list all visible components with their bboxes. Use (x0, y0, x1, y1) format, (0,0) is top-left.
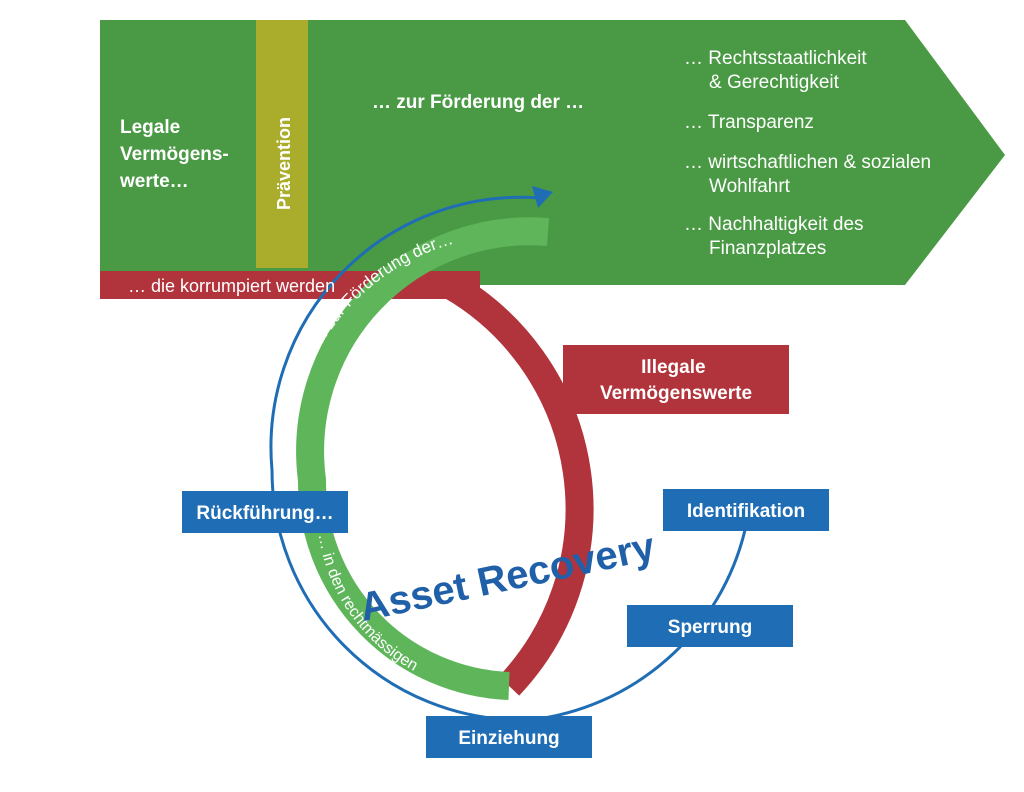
repatriation-label: Rückführung… (196, 503, 333, 524)
legal-cycle-band (296, 217, 550, 700)
illegal-assets-box (563, 345, 789, 414)
identification-box (663, 489, 829, 531)
recovery-loop-line (269, 195, 541, 722)
arrow-head-icon (532, 186, 553, 208)
confiscation-label: Einziehung (458, 728, 559, 749)
green-arrow-shape (100, 20, 1005, 285)
freeze-label: Sperrung (668, 617, 752, 638)
recovery-loop-right (529, 529, 747, 722)
illegal-assets-label: Illegale Vermögenswerte (600, 357, 752, 404)
repatriation-box (182, 491, 348, 533)
legal-assets-label: Legale Vermögens- werte… (119, 117, 234, 192)
confiscation-box (426, 716, 592, 758)
goal-sustainability: … Nachhaltigkeit des Finanzplatzes (684, 214, 869, 259)
freeze-box (627, 605, 793, 647)
prevention-bar (256, 20, 308, 268)
goal-rule-of-law: … Rechtsstaatlichkeit & Gerechtigkeit (684, 48, 872, 93)
goal-transparency: … Transparenz (684, 112, 814, 133)
prevention-label: Prävention (274, 117, 294, 210)
promotion-label: … zur Förderung der … (372, 92, 584, 113)
asset-recovery-title: Asset Recovery (356, 524, 660, 630)
identification-label: Identifikation (687, 501, 805, 522)
illegal-cycle-arc (310, 271, 594, 696)
corrupted-label: … die korrumpiert werden (128, 276, 335, 296)
goal-welfare: … wirtschaftlichen & sozialen Wohlfahrt (684, 152, 936, 197)
